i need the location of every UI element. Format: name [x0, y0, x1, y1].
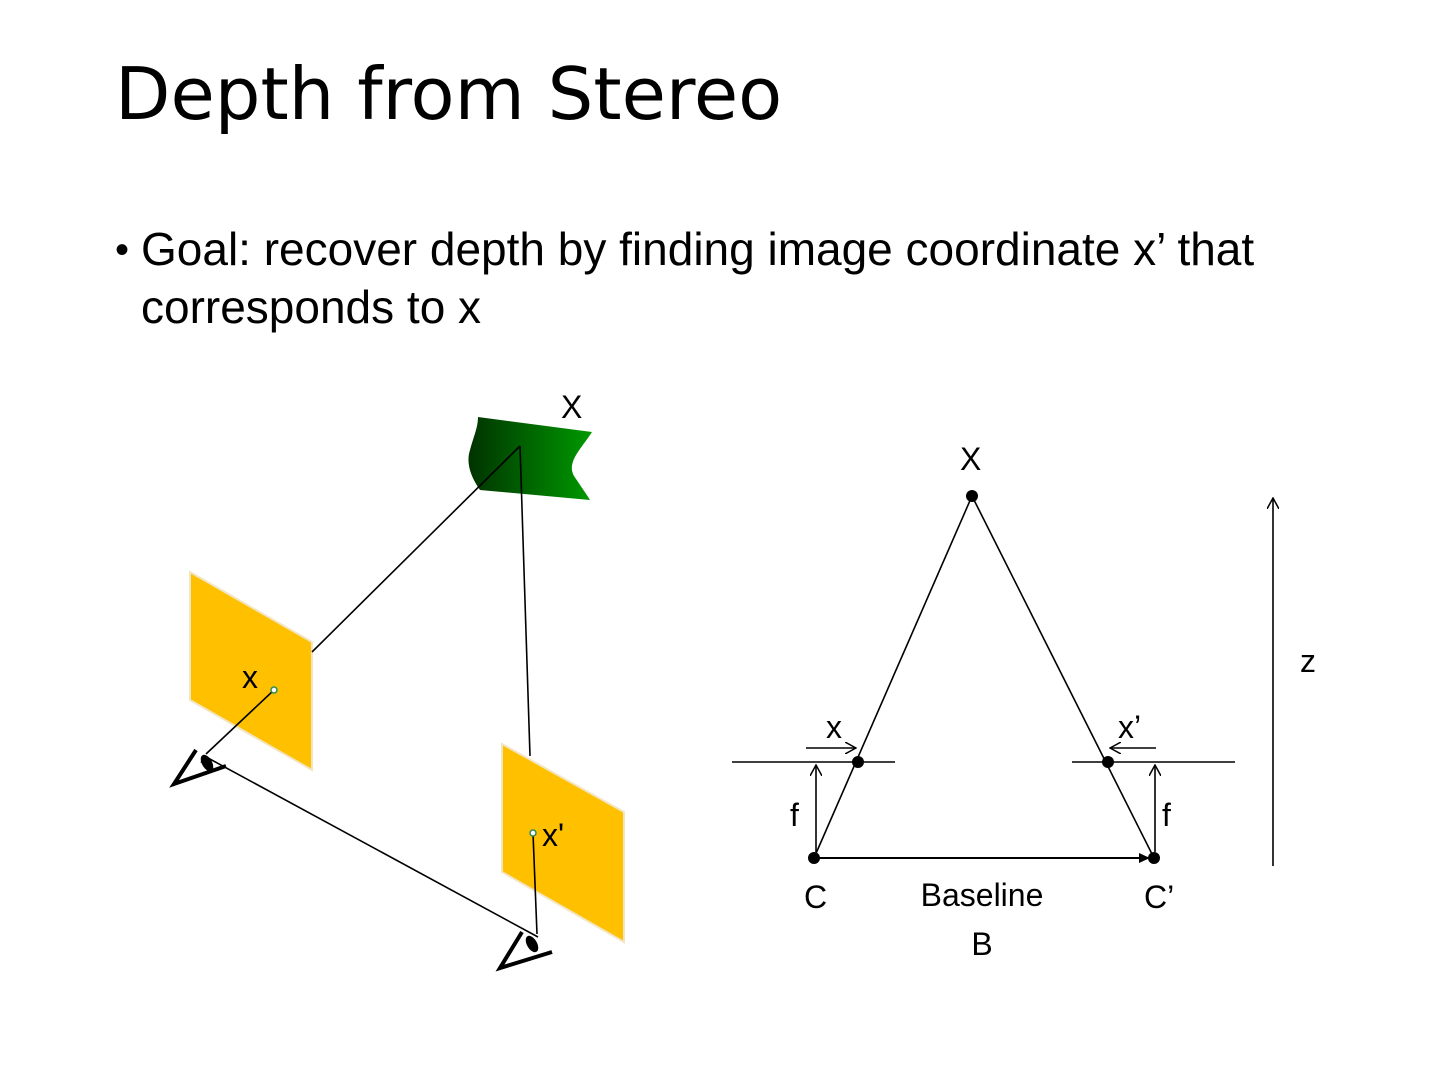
right-stereo-diagram: X x x’ f f C C’ Baseline B z: [732, 441, 1316, 962]
slide-title: Depth from Stereo: [115, 52, 783, 136]
left-xprime-label: x': [542, 817, 564, 853]
baseline-label-line2: B: [971, 926, 992, 962]
right-image-plane: [501, 742, 625, 944]
baseline-label-line1: Baseline: [921, 877, 1044, 913]
left-eye-icon: [169, 748, 227, 788]
ray-right-to-eye: [532, 832, 538, 935]
bullet-marker: •: [115, 228, 130, 272]
ray-C-to-X: [813, 495, 973, 859]
right-f-label: f: [1162, 797, 1171, 833]
left-f-label: f: [790, 797, 799, 833]
bullet-text: Goal: recover depth by finding image coo…: [141, 223, 1255, 333]
scene-point-X: [966, 490, 978, 502]
depth-z-label: z: [1300, 643, 1316, 679]
ray-Cprime-to-X: [971, 495, 1155, 859]
left-image-point: [270, 686, 278, 694]
right-image-point-dot: [1102, 756, 1114, 768]
camera-C-dot: [808, 852, 820, 864]
right-x-label: x: [826, 709, 842, 745]
right-X-label: X: [960, 441, 981, 477]
left-image-point-dot: [852, 756, 864, 768]
left-image-plane: [189, 570, 313, 772]
eye-baseline: [207, 757, 539, 938]
C-label: C: [804, 879, 827, 915]
right-image-point: [529, 829, 537, 837]
ray-right: [519, 445, 531, 757]
camera-Cprime-dot: [1148, 852, 1160, 864]
scene-object: [468, 417, 592, 500]
Cprime-label: C’: [1144, 879, 1174, 915]
left-X-label: X: [561, 389, 582, 425]
right-xprime-label: x’: [1118, 709, 1141, 745]
right-eye-icon: [495, 930, 553, 972]
left-stereo-diagram: X x x': [169, 389, 625, 972]
ray-left: [311, 445, 521, 653]
ray-left-to-eye: [205, 689, 275, 755]
left-x-label: x: [242, 659, 258, 695]
